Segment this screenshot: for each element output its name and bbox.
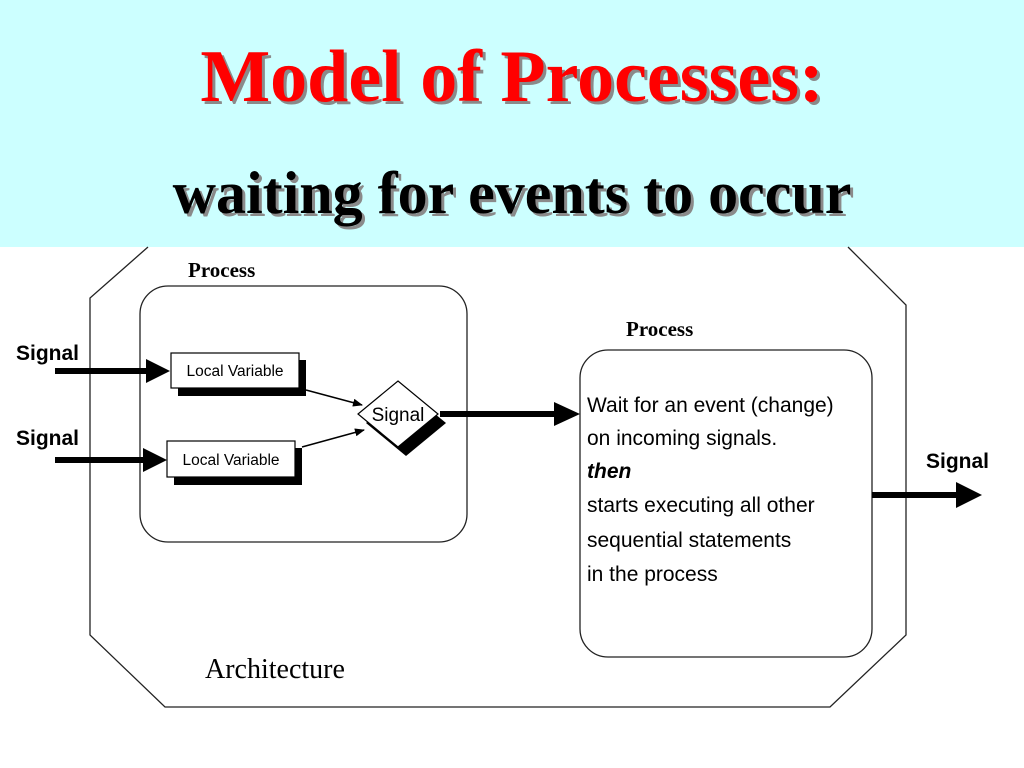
input-signal-label-2: Signal — [16, 427, 79, 450]
right-process-label: Process — [626, 317, 693, 341]
slide-header: Model of Processes: waiting for events t… — [0, 0, 1024, 247]
local-variable-1-label: Local Variable — [186, 363, 283, 380]
signal-diamond — [357, 380, 439, 448]
local-variable-1-to-signal-arrow — [305, 389, 363, 407]
output-signal-arrowhead — [956, 482, 982, 508]
local-variable-2-to-signal-arrow — [301, 428, 365, 448]
slide-title: Model of Processes: — [200, 36, 824, 118]
input-signal-arrowhead-1 — [146, 359, 170, 383]
local-variable-2-label: Local Variable — [182, 452, 279, 469]
signal-to-process-arrowhead — [554, 402, 580, 426]
output-signal-label: Signal — [926, 450, 989, 473]
architecture-label: Architecture — [205, 654, 345, 685]
process-text-line-3: then — [587, 460, 631, 483]
slide-subtitle: waiting for events to occur — [172, 160, 852, 226]
input-signal-label-1: Signal — [16, 342, 79, 365]
process-text-line-6: in the process — [587, 563, 718, 586]
process-text-line-5: sequential statements — [587, 529, 791, 552]
process-text-line-2: on incoming signals. — [587, 427, 777, 450]
right-process-box — [579, 349, 873, 658]
process-text-line-4: starts executing all other — [587, 494, 815, 517]
architecture-boundary — [89, 246, 907, 708]
local-variable-1-box — [170, 352, 300, 389]
left-process-label: Process — [188, 258, 255, 282]
signal-diamond-label: Signal — [372, 405, 425, 426]
process-text-line-1: Wait for an event (change) — [587, 394, 834, 417]
input-signal-arrowhead-2 — [143, 448, 167, 472]
local-variable-2-box — [166, 440, 296, 478]
